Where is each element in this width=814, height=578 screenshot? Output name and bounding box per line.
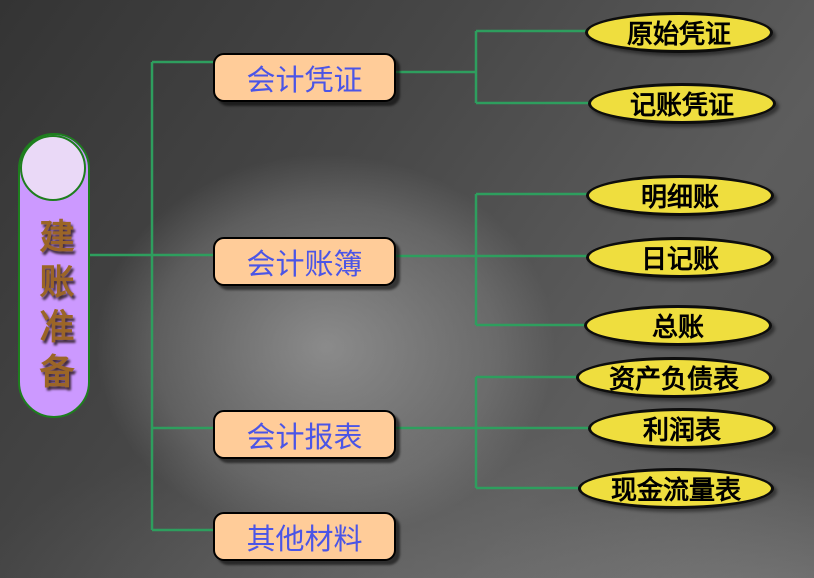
leaf-label: 总账 [651, 312, 704, 342]
leaf-label: 记账凭证 [629, 90, 734, 120]
root-node-circle-icon [20, 135, 86, 201]
leaf-node-balance-sheet: 资产负债表 [576, 357, 772, 398]
leaf-label: 明细账 [640, 182, 719, 212]
connector-box3-spine [396, 377, 590, 488]
leaf-label: 原始凭证 [626, 19, 731, 49]
branch-label: 其他材料 [246, 523, 363, 556]
branch-label: 会计凭证 [246, 64, 363, 97]
leaf-label: 现金流量表 [610, 475, 741, 505]
branch-node-accounting-books: 会计账簿 [213, 237, 396, 286]
leaf-node-income-statement: 利润表 [588, 408, 776, 449]
leaf-label: 资产负债表 [608, 364, 739, 394]
leaf-node-general-ledger: 总账 [584, 305, 772, 346]
root-node-label: 建账准备 [34, 218, 74, 398]
branch-label: 会计报表 [246, 421, 363, 454]
leaf-node-journal: 日记账 [586, 237, 774, 278]
branch-label: 会计账簿 [246, 248, 363, 281]
connector-box1-spine [396, 31, 478, 103]
leaf-node-cash-flow-statement: 现金流量表 [578, 468, 774, 509]
branch-node-other-materials: 其他材料 [213, 512, 396, 561]
leaf-node-subsidiary-ledger: 明细账 [586, 175, 774, 216]
connector-box2-spine [396, 194, 588, 325]
leaf-label: 日记账 [640, 244, 719, 274]
leaf-node-bookkeeping-voucher: 记账凭证 [588, 83, 776, 124]
leaf-label: 利润表 [642, 415, 721, 445]
leaf-node-original-voucher: 原始凭证 [585, 12, 773, 53]
branch-node-accounting-vouchers: 会计凭证 [213, 53, 396, 102]
branch-node-accounting-reports: 会计报表 [213, 410, 396, 459]
